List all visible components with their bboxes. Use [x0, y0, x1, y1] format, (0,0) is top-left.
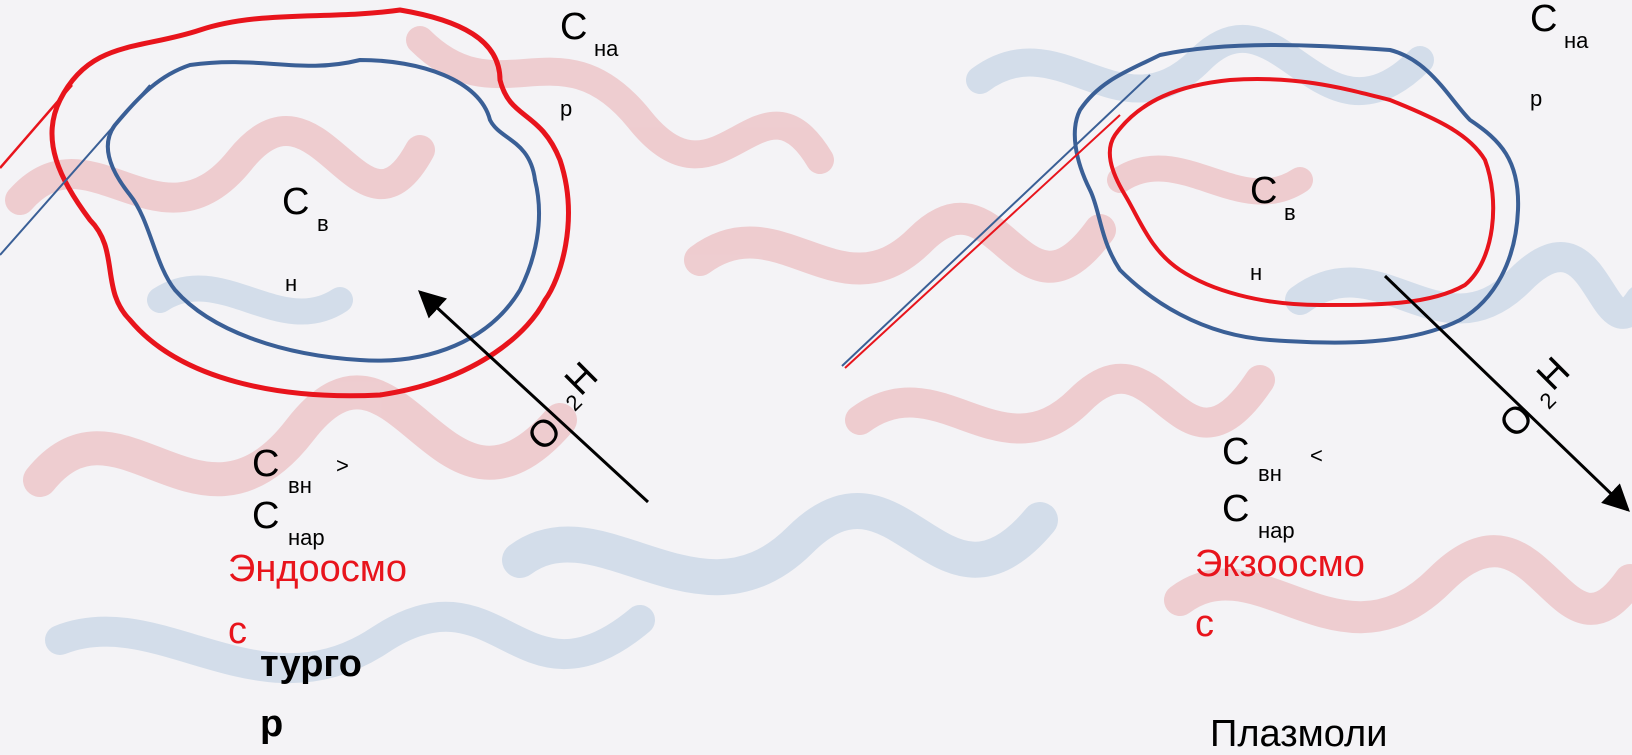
right-c-inside-symbol: C: [1250, 170, 1278, 212]
right-cell-wall-outline: [1072, 43, 1521, 345]
left-cell-membrane-outline: [105, 57, 542, 363]
right-cell-membrane-outline: [1107, 77, 1496, 308]
left-cell-wall-outline: [49, 7, 571, 399]
right-compare-sign: <: [1310, 443, 1323, 468]
left-c-outside-subscript-cont: р: [560, 96, 573, 121]
left-membrane-tail-line: [0, 84, 151, 256]
right-c-outside-symbol: C: [1530, 0, 1558, 40]
left-compare-c2-subscript: нар: [288, 525, 325, 550]
right-compare-c1-subscript: вн: [1258, 461, 1282, 486]
right-c-outside-subscript: на: [1564, 28, 1589, 53]
left-process-label: Эндоосмо: [228, 548, 407, 590]
right-c-outside-subscript-cont: р: [1530, 86, 1543, 111]
left-c-inside-subscript: в: [317, 211, 329, 236]
right-c-inside-subscript-cont: н: [1250, 260, 1263, 285]
left-c-outside-subscript: на: [594, 36, 619, 61]
left-process-label-cont: с: [228, 610, 247, 652]
left-c-inside-subscript-cont: н: [285, 271, 298, 296]
left-compare-c1-subscript: вн: [288, 473, 312, 498]
right-compare-c2-subscript: нар: [1258, 518, 1295, 543]
left-result-label-cont: р: [260, 703, 284, 745]
left-c-outside-symbol: C: [560, 6, 588, 48]
left-compare-sign: >: [336, 453, 349, 478]
left-wall-tail-line: [0, 84, 73, 169]
left-water-arrow: [418, 290, 650, 504]
right-membrane-tail-line: [844, 114, 1121, 369]
right-compare-c2: C: [1222, 488, 1250, 530]
left-compare-c1: C: [252, 443, 280, 485]
right-result-label: Плазмоли: [1210, 713, 1388, 755]
right-process-label: Экзоосмо: [1195, 543, 1365, 585]
right-wall-tail-line: [841, 74, 1151, 367]
left-compare-c2: C: [252, 495, 280, 537]
right-compare-c1: C: [1222, 431, 1250, 473]
right-water-arrow: [1383, 274, 1630, 512]
left-c-inside-symbol: C: [282, 181, 310, 223]
left-result-label: турго: [260, 643, 362, 685]
right-c-inside-subscript: в: [1284, 200, 1296, 225]
right-process-label-cont: с: [1195, 603, 1214, 645]
